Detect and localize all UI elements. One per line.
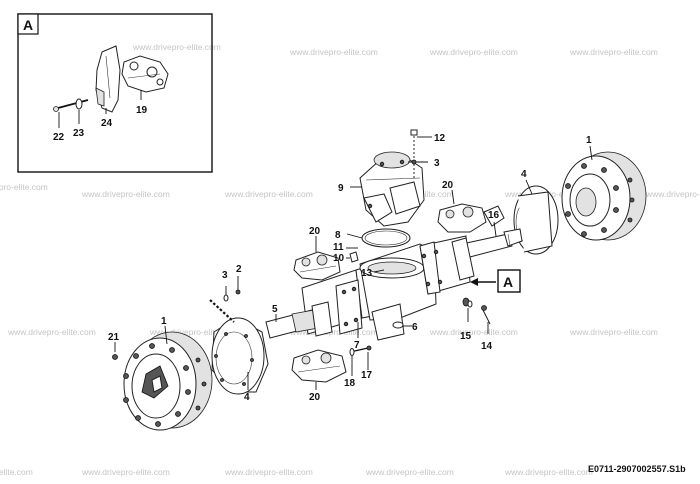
wheel-hub-left <box>123 331 213 431</box>
watermark-text: www.drivepro-elite.com <box>224 189 313 199</box>
brake-caliper-small <box>121 55 169 93</box>
watermark-text: www.drivepro-elite.com <box>569 47 658 57</box>
watermark-text: www.drivepro-elite.com <box>81 467 170 477</box>
watermark-text: www.drivepro-elite.com <box>569 327 658 337</box>
watermark-text: www.drivepro-elite.com <box>289 327 378 337</box>
callout-9: 9 <box>338 183 344 194</box>
watermark-text: www.drivepro-elite.com <box>504 467 593 477</box>
callout-1-top: 1 <box>586 135 592 146</box>
brake-caliper-left <box>293 251 341 281</box>
callout-17: 17 <box>361 370 373 381</box>
watermark-text: www.drivepro-elite.com <box>429 47 518 57</box>
callout-20-left: 20 <box>309 226 321 237</box>
watermark-text: www.drivepro-elite.com <box>0 467 33 477</box>
bolt-6-7 <box>357 321 412 338</box>
brake-caliper-bottom <box>291 349 347 383</box>
drawing-code: E0711-2907002557.S1b <box>588 464 686 474</box>
callout-4-top: 4 <box>521 169 527 180</box>
washer-3-top <box>411 159 417 165</box>
watermark-text: www.drivepro-elite.com <box>289 47 378 57</box>
callout-7: 7 <box>354 340 360 351</box>
watermark-text: www.drivepro-elite.com <box>645 189 700 199</box>
wheel-hub-right <box>561 151 647 241</box>
view-a-arrow: A <box>470 269 521 293</box>
callout-8: 8 <box>335 230 341 241</box>
bolt-2-3-left <box>209 276 241 323</box>
callout-16: 16 <box>488 210 500 221</box>
watermark-text: www.drivepro-elite.com <box>224 467 313 477</box>
o-ring <box>361 228 411 248</box>
brake-disc-right <box>513 185 559 255</box>
callout-4-bottom: 4 <box>244 392 250 403</box>
bolt-21 <box>112 354 118 360</box>
callout-19: 19 <box>136 105 148 116</box>
bolts-15-14 <box>462 297 491 334</box>
watermark-text: www.drivepro-elite.com <box>149 327 238 337</box>
detail-a-tag <box>17 13 39 35</box>
callout-2: 2 <box>236 264 242 275</box>
brake-caliper-top <box>437 203 505 233</box>
callout-20-bottom: 20 <box>309 392 321 403</box>
callout-11: 11 <box>333 242 344 253</box>
mounting-bolt <box>57 99 89 109</box>
detail-a-frame <box>17 13 213 173</box>
callout-12: 12 <box>434 133 446 144</box>
hub-bolts-left <box>123 343 207 427</box>
brake-disc-left <box>211 317 269 395</box>
callout-3-left: 3 <box>222 270 228 281</box>
callout-14: 14 <box>481 341 493 352</box>
axle-shaft-right <box>461 228 523 259</box>
callout-15: 15 <box>460 331 472 342</box>
callout-23: 23 <box>73 128 85 139</box>
callout-10: 10 <box>333 253 345 264</box>
watermark-text: www.drivepro-elite.com <box>7 327 96 337</box>
leader-lines <box>114 136 593 390</box>
detail-a-panel: A 19 22 23 24 <box>17 13 213 173</box>
callouts: 1 12 3 9 4 20 16 20 8 11 10 13 3 2 5 6 7… <box>108 133 592 403</box>
watermark-text: www.drivepro-elite.com <box>0 182 48 192</box>
view-a-tag <box>497 269 521 293</box>
watermark-text: www.drivepro-elite.com <box>365 467 454 477</box>
view-a-label: A <box>503 274 513 290</box>
watermark-text: www.drivepro-elite.com <box>132 42 221 52</box>
callout-5: 5 <box>272 304 278 315</box>
callout-13: 13 <box>361 268 373 279</box>
watermark-text: www.drivepro-elite.com <box>429 327 518 337</box>
callout-6: 6 <box>412 322 418 333</box>
callout-24: 24 <box>101 118 113 129</box>
callout-1-bottom: 1 <box>161 316 167 327</box>
callout-20-top: 20 <box>442 180 454 191</box>
hub-bolts-right <box>565 163 635 237</box>
detail-a-label: A <box>23 17 33 33</box>
bolt-12 <box>410 129 426 178</box>
washer <box>75 98 83 110</box>
bolts-17-18 <box>349 345 372 376</box>
differential-carrier <box>359 151 425 227</box>
callout-22: 22 <box>53 132 65 143</box>
watermark-text: www.drivepro-elite.com <box>81 189 170 199</box>
callout-18: 18 <box>344 378 356 389</box>
plate-10-11 <box>346 247 359 263</box>
callout-21: 21 <box>108 332 120 343</box>
axle-shaft-left <box>265 301 333 339</box>
callout-3-top: 3 <box>434 158 440 169</box>
